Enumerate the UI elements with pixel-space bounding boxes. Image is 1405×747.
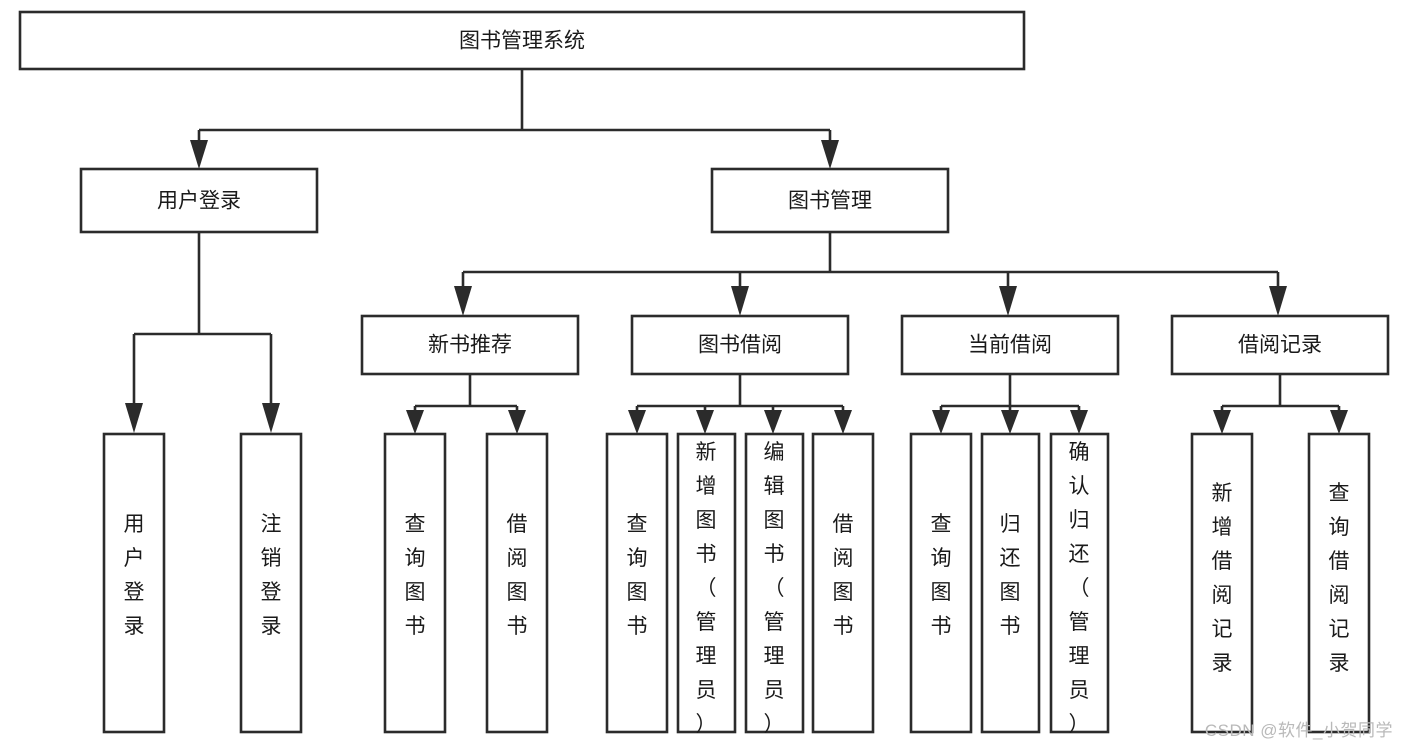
leaf-borrow-book-1[interactable]: 借阅图书 [485,432,549,734]
arrow-to-borrow-record-icon [1269,286,1287,316]
arrow-to-leaf-add-book-icon [696,410,714,434]
node-book-management-label: 图书管理 [788,190,872,213]
arrow-to-leaf-confirm-return-icon [1070,410,1088,434]
node-new-book-recommend-label: 新书推荐 [428,334,512,357]
arrow-to-leaf-user-login-icon [125,403,143,433]
leaf-query-record-box[interactable] [1307,432,1371,734]
leaf-edit-book[interactable]: 编辑图书（管理员） [744,432,805,736]
leaf-add-book-label: 新增图书（管理员） [696,441,717,736]
leaf-confirm-return[interactable]: 确认归还（管理员） [1049,432,1110,736]
connector-layer [125,69,1348,434]
leaf-borrow-book-2-label: 借阅图书 [833,513,854,638]
leaf-user-login-label: 用户登录 [124,513,145,638]
leaf-query-book-3-label: 查询图书 [931,513,952,638]
arrow-to-leaf-query-book-2-icon [628,410,646,434]
arrow-to-leaf-query-book-3-icon [932,410,950,434]
node-user-login-label: 用户登录 [157,190,241,213]
leaf-confirm-return-box[interactable] [1049,432,1110,734]
leaf-edit-book-label: 编辑图书（管理员） [764,441,785,736]
arrow-to-leaf-borrow-book-2-icon [834,410,852,434]
node-borrow-record[interactable]: 借阅记录 [1170,314,1390,376]
leaf-logout-label: 注销登录 [261,513,282,638]
leaf-add-book-box[interactable] [676,432,737,734]
leaf-borrow-book-1-box[interactable] [485,432,549,734]
node-book-management[interactable]: 图书管理 [710,167,950,234]
node-new-book-recommend[interactable]: 新书推荐 [360,314,580,376]
arrow-to-book-borrow-icon [731,286,749,316]
arrow-to-leaf-logout-icon [262,403,280,433]
arrow-root-to-book-mgmt-icon [821,140,839,169]
leaf-add-record[interactable]: 新增借阅记录 [1190,432,1254,734]
csdn-watermark: CSDN @软件_小贺同学 [1204,721,1393,740]
arrow-to-leaf-query-record-icon [1330,410,1348,434]
leaf-return-book-label: 归还图书 [1000,513,1021,638]
leaf-return-book[interactable]: 归还图书 [980,432,1041,734]
node-book-borrow-box[interactable] [630,314,850,376]
leaf-borrow-book-1-label: 借阅图书 [507,513,528,638]
leaf-add-record-box[interactable] [1190,432,1254,734]
leaf-query-book-1-label: 查询图书 [405,513,426,638]
arrow-to-leaf-query-book-1-icon [406,410,424,434]
node-root-system-box[interactable] [18,10,1026,71]
leaf-query-book-1[interactable]: 查询图书 [383,432,447,734]
leaf-query-book-2-label: 查询图书 [627,513,648,638]
arrow-root-to-user-login-icon [190,140,208,169]
leaf-confirm-return-label: 确认归还（管理员） [1069,441,1090,736]
node-borrow-record-label: 借阅记录 [1238,334,1322,357]
leaf-borrow-book-2[interactable]: 借阅图书 [811,432,875,734]
arrow-to-leaf-edit-book-icon [764,410,782,434]
arrow-to-new-book-rec-icon [454,286,472,316]
leaf-return-book-box[interactable] [980,432,1041,734]
node-user-login-box[interactable] [79,167,319,234]
leaf-borrow-book-2-box[interactable] [811,432,875,734]
node-current-borrow[interactable]: 当前借阅 [900,314,1120,376]
arrow-to-current-borrow-icon [999,286,1017,316]
leaf-query-book-3[interactable]: 查询图书 [909,432,973,734]
node-book-borrow-label: 图书借阅 [698,334,782,357]
node-book-borrow[interactable]: 图书借阅 [630,314,850,376]
leaf-query-record-label: 查询借阅记录 [1329,482,1350,675]
node-root-system[interactable]: 图书管理系统 [18,10,1026,71]
leaf-add-record-label: 新增借阅记录 [1212,482,1233,675]
leaf-query-book-1-box[interactable] [383,432,447,734]
node-user-login[interactable]: 用户登录 [79,167,319,234]
node-new-book-recommend-box[interactable] [360,314,580,376]
leaf-logout[interactable]: 注销登录 [239,432,303,734]
leaf-query-book-2[interactable]: 查询图书 [605,432,669,734]
leaf-user-login-box[interactable] [102,432,166,734]
node-book-management-box[interactable] [710,167,950,234]
arrow-to-leaf-return-book-icon [1001,410,1019,434]
leaf-user-login[interactable]: 用户登录 [102,432,166,734]
arrow-to-leaf-add-record-icon [1213,410,1231,434]
leaf-edit-book-box[interactable] [744,432,805,734]
node-borrow-record-box[interactable] [1170,314,1390,376]
arrow-to-leaf-borrow-book-1-icon [508,410,526,434]
leaf-add-book[interactable]: 新增图书（管理员） [676,432,737,736]
leaf-query-book-2-box[interactable] [605,432,669,734]
leaf-query-book-3-box[interactable] [909,432,973,734]
node-root-system-label: 图书管理系统 [459,30,585,53]
node-current-borrow-box[interactable] [900,314,1120,376]
leaf-logout-box[interactable] [239,432,303,734]
node-current-borrow-label: 当前借阅 [968,334,1052,357]
leaf-query-record[interactable]: 查询借阅记录 [1307,432,1371,734]
